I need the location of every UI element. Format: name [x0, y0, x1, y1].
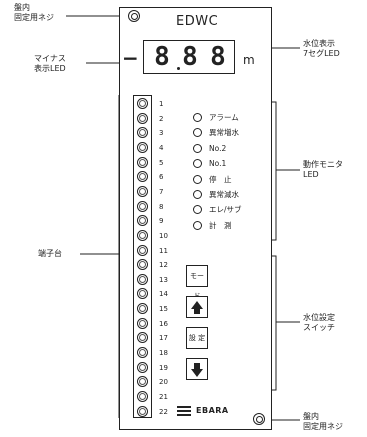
- callout-terminal-block: 端子台: [38, 249, 62, 258]
- seg-display: 8 8 8: [143, 40, 235, 74]
- mode-button[interactable]: モード: [186, 265, 208, 300]
- terminal-number: 7: [159, 187, 164, 196]
- monitor-led-icon: [193, 220, 202, 230]
- monitor-led-icon: [193, 128, 202, 138]
- terminal-screw-icon: [137, 259, 148, 271]
- terminal-number: 14: [159, 290, 168, 299]
- monitor-led-label: 異常減水: [209, 190, 239, 199]
- monitor-led-label: 停 止: [209, 174, 232, 184]
- down-button[interactable]: [186, 358, 208, 380]
- unit-label: m: [243, 53, 255, 67]
- terminal-number: 16: [159, 319, 168, 328]
- terminal-number: 22: [159, 407, 168, 416]
- terminal-number: 15: [159, 305, 168, 314]
- terminal-screw-icon: [137, 229, 148, 241]
- minus-led: −: [122, 46, 139, 70]
- arrow-up-icon: [191, 301, 203, 309]
- bracket-level-switch: [270, 255, 300, 391]
- terminal-number: 21: [159, 393, 168, 401]
- callout-minus-led: マイナス 表示LED: [34, 54, 66, 73]
- terminal-number: 20: [159, 378, 168, 387]
- decimal-point: [177, 67, 180, 70]
- terminal-number: 18: [159, 349, 168, 358]
- terminal-number: 12: [159, 261, 168, 270]
- terminal-number: 13: [159, 275, 168, 284]
- monitor-led-label: No.1: [209, 159, 227, 169]
- monitor-led-icon: [193, 159, 202, 169]
- monitor-led-icon: [193, 205, 202, 215]
- terminal-screw-icon: [137, 317, 148, 329]
- terminal-screw-icon: [137, 127, 148, 139]
- monitor-led-label: 異常増水: [209, 128, 239, 138]
- terminal-screw-icon: [137, 200, 148, 212]
- seg-digit-2: 8: [182, 42, 198, 72]
- terminal-screw-icon: [137, 244, 148, 256]
- terminal-screw-icon: [137, 171, 148, 183]
- screw-icon-top: [128, 10, 140, 22]
- callout-bottom-screw: 盤内 固定用ネジ: [303, 412, 343, 431]
- terminal-number: 19: [159, 363, 168, 372]
- terminal-screw-icon: [137, 361, 148, 373]
- terminal-screw-icon: [137, 405, 148, 417]
- screw-icon-bottom: [253, 413, 265, 425]
- terminal-number: 10: [159, 231, 168, 240]
- brand-name: EBARA: [196, 406, 229, 415]
- terminal-number: 9: [159, 217, 164, 226]
- terminal-block: [133, 95, 152, 418]
- terminal-number: 2: [159, 114, 164, 123]
- terminal-number: 6: [159, 173, 164, 182]
- terminal-number: 1: [159, 100, 164, 108]
- seg-digit-1: 8: [154, 42, 170, 72]
- seg-digit-3: 8: [210, 42, 226, 72]
- callout-level-switch: 水位設定 スイッチ: [303, 313, 335, 332]
- bracket-monitor-led: [270, 101, 300, 241]
- monitor-led-icon: [193, 113, 202, 122]
- monitor-led-icon: [193, 143, 202, 153]
- terminal-screw-icon: [137, 347, 148, 359]
- set-button[interactable]: 設 定: [186, 327, 208, 349]
- terminal-screw-icon: [137, 112, 148, 124]
- monitor-led-label: アラーム: [209, 113, 239, 122]
- panel-title: EDWC: [176, 14, 219, 29]
- terminal-number: 4: [159, 143, 164, 152]
- ebara-logo-icon: [177, 406, 191, 416]
- terminal-screw-icon: [137, 376, 148, 388]
- callout-seg-display: 水位表示 7セグLED: [303, 39, 340, 58]
- monitor-led-label: エレ/サブ: [209, 205, 242, 215]
- terminal-number: 5: [159, 158, 164, 167]
- callout-top-screw: 盤内 固定用ネジ: [14, 3, 54, 22]
- monitor-led-icon: [193, 190, 202, 199]
- monitor-led-icon: [193, 174, 202, 184]
- terminal-screw-icon: [137, 391, 148, 402]
- terminal-screw-icon: [137, 288, 148, 300]
- terminal-screw-icon: [137, 273, 148, 285]
- terminal-number: 3: [159, 129, 164, 138]
- terminal-screw-icon: [137, 185, 148, 197]
- terminal-screw-icon: [137, 303, 148, 315]
- arrow-down-icon: [191, 369, 203, 377]
- terminal-screw-icon: [137, 141, 148, 153]
- terminal-screw-icon: [137, 156, 148, 168]
- terminal-screw-icon: [137, 215, 148, 227]
- up-button[interactable]: [186, 296, 208, 318]
- terminal-screw-icon: [137, 332, 148, 344]
- monitor-led-label: No.2: [209, 143, 227, 153]
- terminal-number: 11: [159, 246, 168, 255]
- callout-monitor-led: 動作モニタ LED: [303, 160, 343, 179]
- terminal-number: 8: [159, 202, 164, 211]
- terminal-screw-icon: [137, 98, 148, 109]
- monitor-led-label: 計 測: [209, 220, 232, 230]
- terminal-number: 17: [159, 334, 168, 343]
